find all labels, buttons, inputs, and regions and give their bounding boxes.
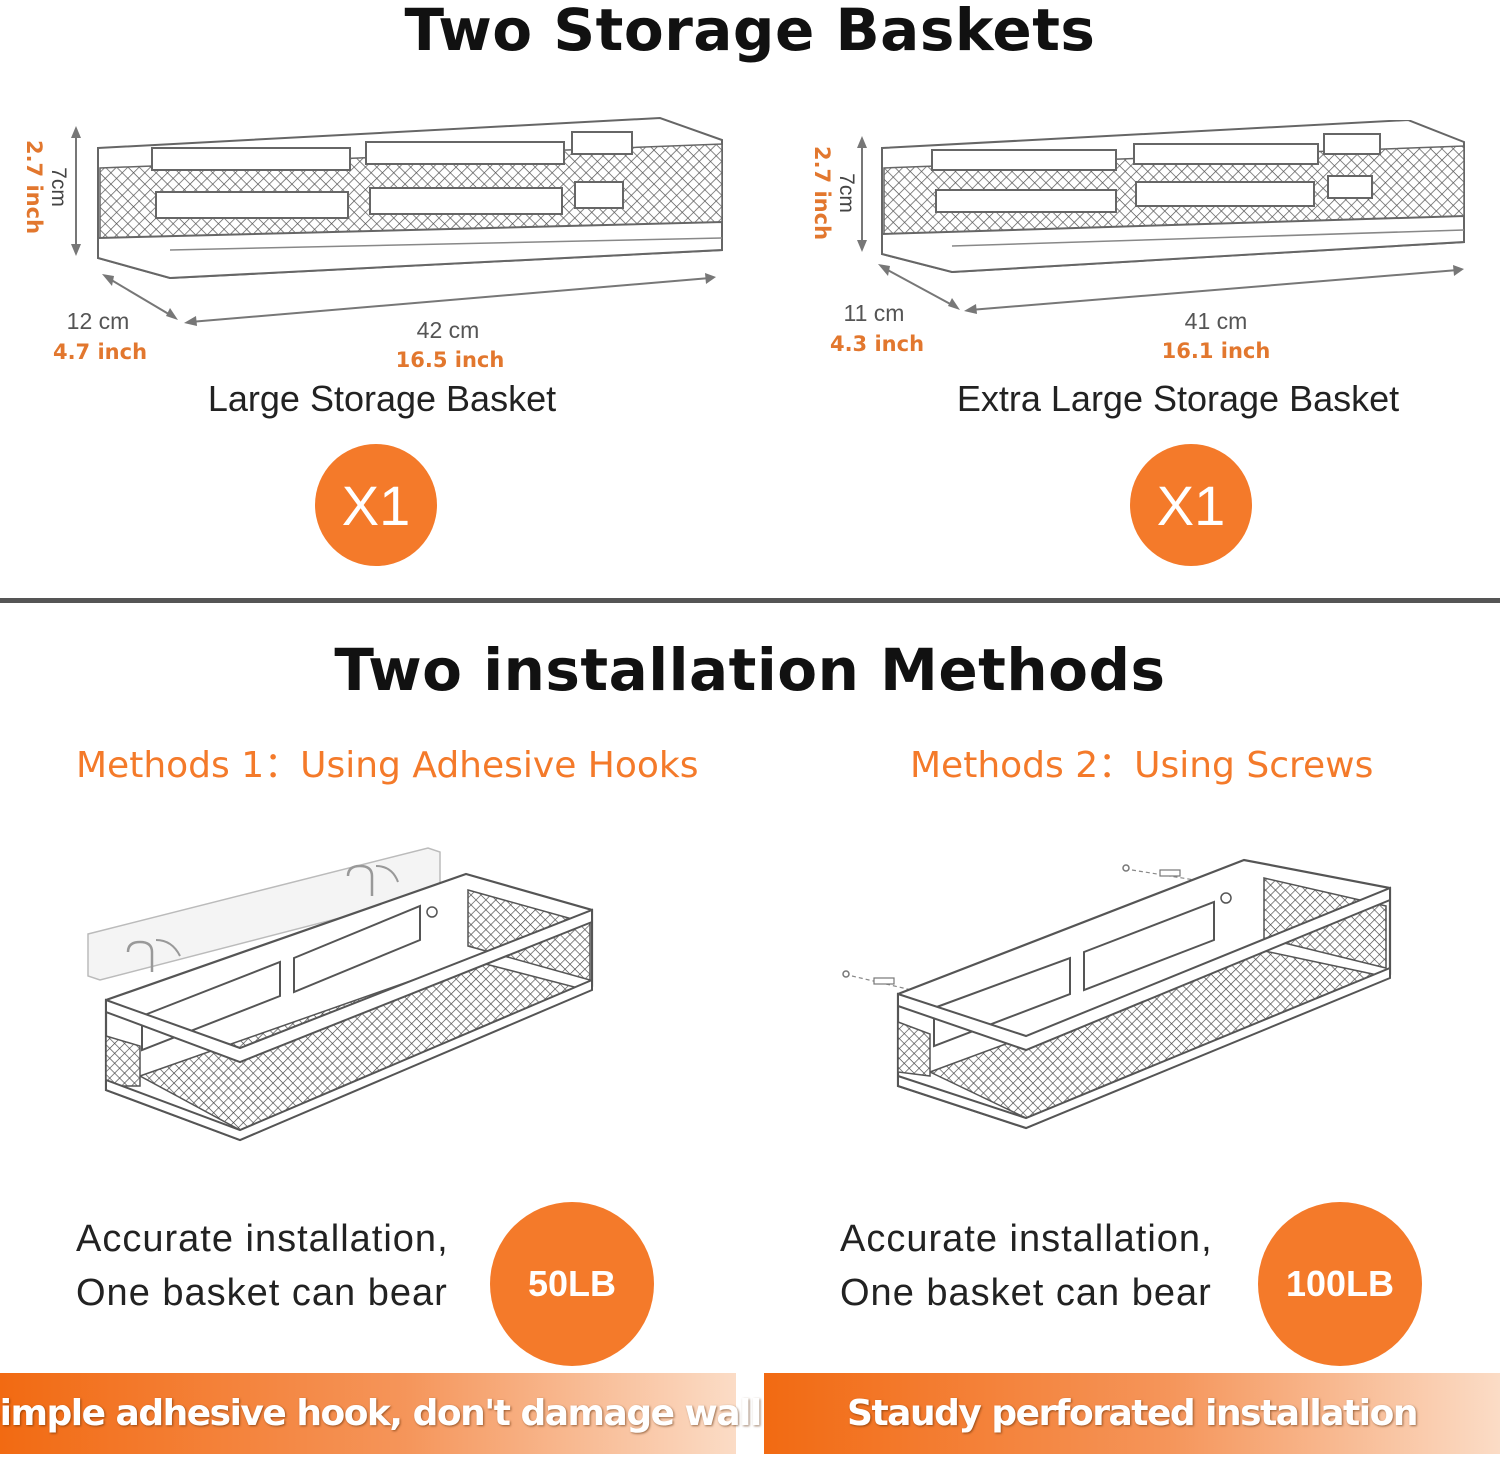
- method2-description: Accurate installation, One basket can be…: [840, 1212, 1213, 1320]
- large-basket-image: [71, 116, 723, 326]
- large-depth-cm: 12 cm: [66, 308, 130, 334]
- method1-line1: Accurate installation,: [76, 1218, 449, 1260]
- adhesive-hook-installation-image: [87, 847, 594, 1142]
- method2-title: Methods 2：Using Screws: [910, 745, 1374, 786]
- extra-large-basket-image: [857, 120, 1465, 314]
- large-basket-name: Large Storage Basket: [207, 378, 557, 419]
- section-title-baskets: Two Storage Baskets: [404, 0, 1096, 64]
- method1-line2: One basket can bear: [76, 1272, 448, 1314]
- extra-large-height-inch: 2.7 inch: [810, 145, 834, 241]
- method1-banner: Simple adhesive hook, don't damage wall: [0, 1373, 762, 1454]
- extra-large-basket-name: Extra Large Storage Basket: [956, 378, 1400, 419]
- large-height-inch: 2.7 inch: [22, 139, 46, 235]
- extra-large-height-cm: 7cm: [835, 173, 858, 213]
- section-divider: [0, 598, 1500, 603]
- method2-weight-badge: 100LB: [1258, 1202, 1422, 1366]
- large-height-cm: 7cm: [47, 167, 70, 207]
- extra-large-quantity-badge: X1: [1130, 444, 1252, 566]
- method2-banner: Staudy perforated installation: [764, 1373, 1500, 1454]
- large-quantity-badge: X1: [315, 444, 437, 566]
- method2-line1: Accurate installation,: [840, 1218, 1213, 1260]
- extra-large-depth-inch: 4.3 inch: [829, 332, 925, 356]
- large-depth-inch: 4.7 inch: [52, 340, 148, 364]
- method2-line2: One basket can bear: [840, 1272, 1212, 1314]
- extra-large-length-cm: 41 cm: [1184, 308, 1248, 334]
- extra-large-height-label: 7cm 2.7 inch: [810, 138, 858, 248]
- large-height-label: 7cm 2.7 inch: [22, 132, 70, 242]
- large-length-cm: 42 cm: [416, 317, 480, 343]
- extra-large-length-inch: 16.1 inch: [1161, 339, 1271, 363]
- extra-large-depth-cm: 11 cm: [843, 300, 905, 326]
- screw-installation-image: [842, 858, 1392, 1130]
- section-title-installation: Two installation Methods: [334, 636, 1166, 704]
- method1-weight-badge: 50LB: [490, 1202, 654, 1366]
- large-length-inch: 16.5 inch: [395, 348, 505, 372]
- method1-description: Accurate installation, One basket can be…: [76, 1212, 449, 1320]
- method1-title: Methods 1：Using Adhesive Hooks: [76, 745, 699, 786]
